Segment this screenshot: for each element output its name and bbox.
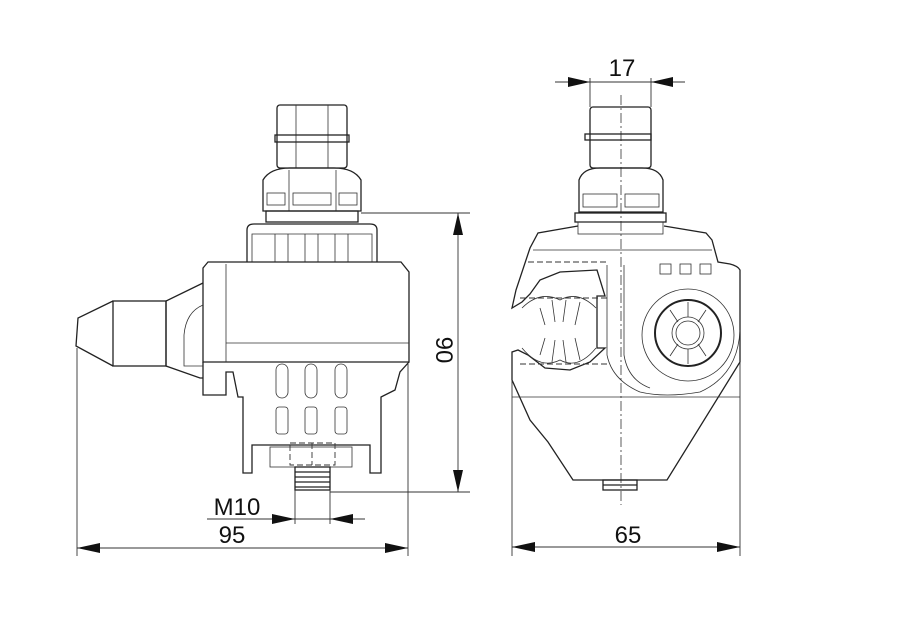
cable-cap [75, 282, 204, 379]
m10-thread [294, 466, 331, 491]
side-width-dimension-label: 95 [219, 522, 246, 549]
tap-cable-port [641, 288, 735, 382]
front-body [511, 225, 741, 481]
height-dimension-label: 90 [430, 337, 457, 364]
nut-size-label: 17 [609, 55, 636, 82]
thread-size-label: M10 [214, 494, 261, 521]
front-head-nut [574, 167, 667, 235]
dimension-95: 95 [76, 348, 409, 556]
top-cap [246, 223, 378, 262]
main-body [202, 261, 410, 474]
dimension-65: 65 [511, 362, 741, 556]
head-nut [262, 167, 362, 223]
cable-jaws [521, 296, 597, 364]
side-view: 90 M10 95 [75, 104, 470, 556]
top-shear-nut [274, 104, 350, 169]
dimension-90: 90 [330, 212, 470, 493]
vent-slots [275, 363, 348, 435]
front-thread [602, 479, 638, 491]
front-view: 17 [511, 55, 741, 556]
front-width-dimension-label: 65 [615, 522, 642, 549]
front-top-nut [584, 106, 652, 169]
dimension-17: 17 [555, 55, 685, 107]
dimension-m10: M10 [207, 490, 365, 524]
bottom-nut [269, 442, 353, 468]
